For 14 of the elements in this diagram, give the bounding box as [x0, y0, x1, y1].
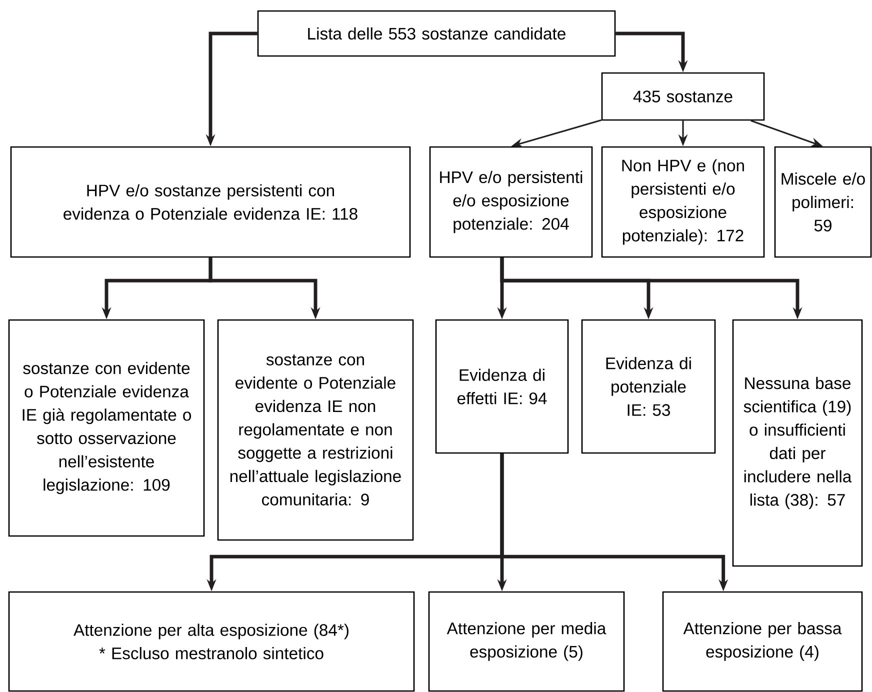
flow-box: Evidenza di effetti IE: 94 — [435, 319, 569, 454]
flow-box: Non HPV e (non persistenti e/o esposizione potenziale): 172 — [601, 146, 765, 258]
flow-box: 435 sostanze — [601, 72, 765, 121]
flow-box: Nessuna base scientifica (19) o insufficienti dati per includere nella lista (38): 57 — [732, 319, 863, 567]
flow-box: Attenzione per alta esposizione (84*) * Escluso mestranolo sintetico — [8, 591, 415, 692]
flow-box: sostanze con evidente o Potenziale evidenza IE non regolamentate e non soggette a restrizioni nell’attuale legislazione comunitaria: 9 — [217, 319, 414, 541]
flow-box: HPV e/o sostanze persistenti con evidenza o Potenziale evidenza IE: 118 — [10, 146, 411, 258]
flow-box: Attenzione per bassa esposizione (4) — [662, 591, 863, 692]
flow-box: Attenzione per media esposizione (5) — [428, 591, 625, 692]
flow-box: Lista delle 553 sostanze candidate — [257, 10, 616, 57]
flow-box: Miscele e/o polimeri: 59 — [774, 146, 872, 258]
flow-box: sostanze con evidente o Potenziale evidenza IE già regolamentate o sotto osservazione nell’esistente legislazione: 109 — [8, 319, 205, 537]
flow-box: Evidenza di potenziale IE: 53 — [581, 319, 716, 454]
flow-box: HPV e/o persistenti e/o esposizione potenziale: 204 — [429, 146, 593, 258]
